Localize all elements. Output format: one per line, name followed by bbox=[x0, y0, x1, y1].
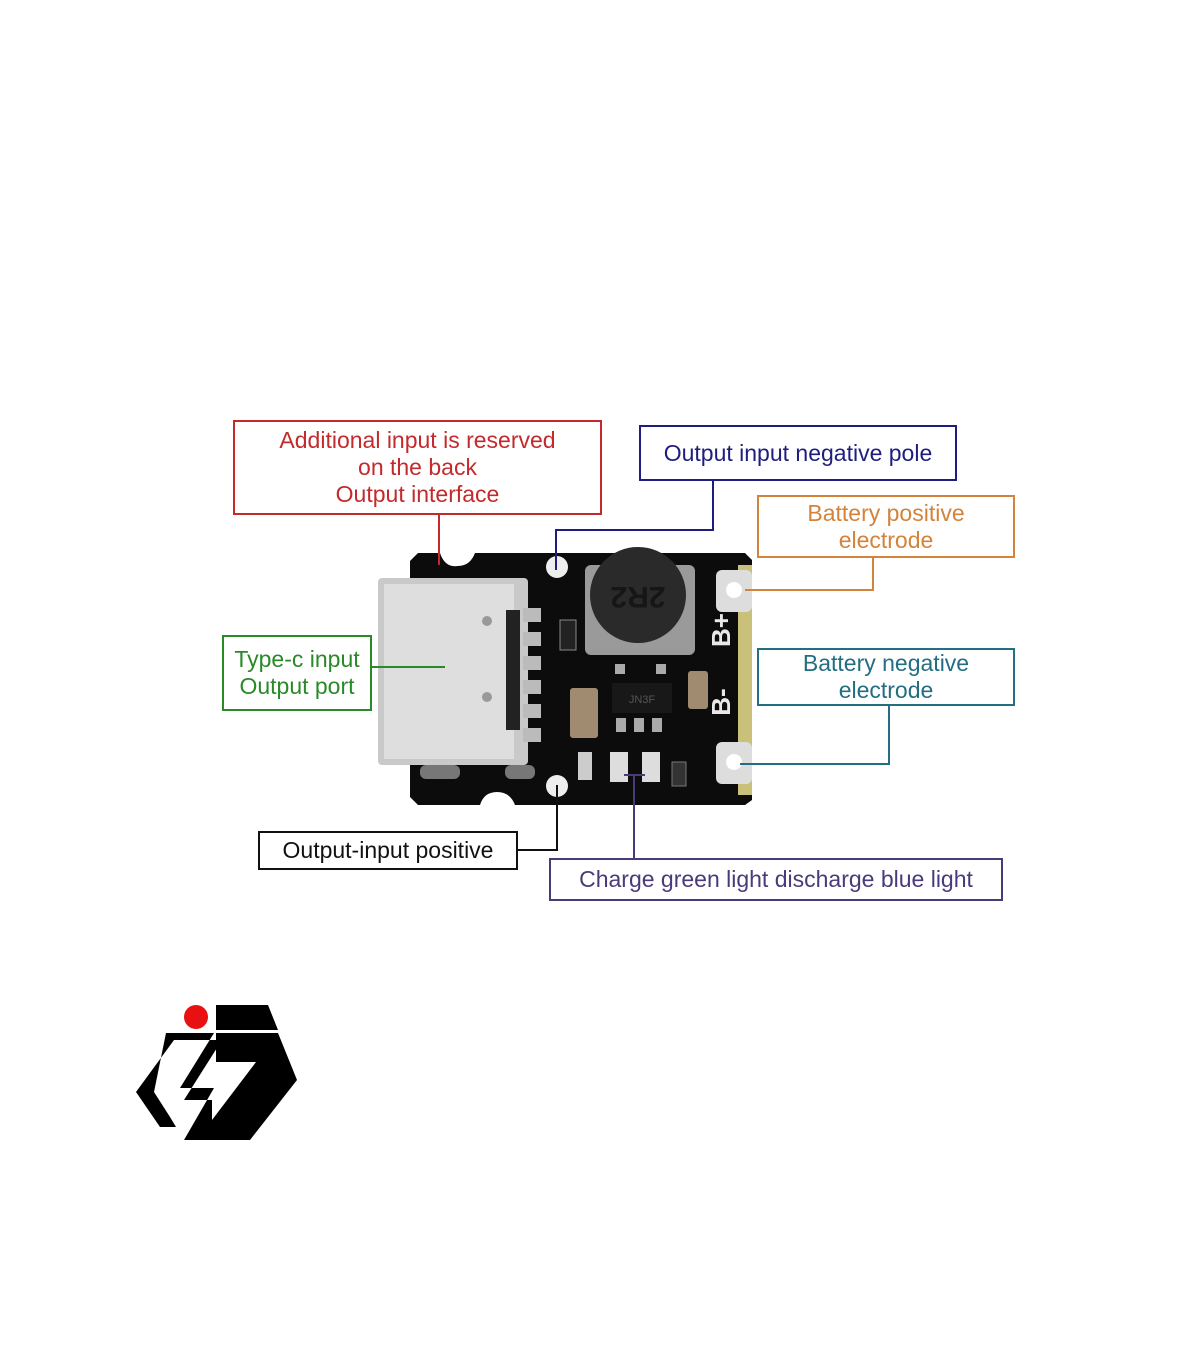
label-line: Output interface bbox=[335, 481, 500, 507]
inductor-marking: 2R2 bbox=[610, 580, 665, 613]
label-leds: Charge green light discharge blue light bbox=[549, 858, 1003, 901]
chip-marking: JN3F bbox=[629, 694, 656, 706]
label-line: electrode bbox=[838, 677, 934, 703]
label-negative-pole: Output input negative pole bbox=[639, 425, 957, 481]
usb-c-port bbox=[378, 578, 535, 779]
label-line: Charge green light discharge blue light bbox=[579, 866, 973, 892]
inductor: 2R2 bbox=[585, 547, 695, 655]
label-line: Output port bbox=[239, 673, 355, 699]
blue-led bbox=[642, 752, 660, 782]
bplus-silkscreen: B+ bbox=[706, 613, 736, 647]
label-battery-positive: Battery positive electrode bbox=[757, 495, 1015, 558]
label-line: electrode bbox=[838, 526, 934, 553]
label-back-output: Additional input is reserved on the back… bbox=[233, 420, 602, 515]
label-positive: Output-input positive bbox=[258, 831, 518, 870]
label-line: Additional input is reserved bbox=[279, 427, 556, 453]
label-line: Output-input positive bbox=[282, 837, 494, 863]
label-typec: Type-c input Output port bbox=[222, 635, 372, 711]
label-line: Type-c input bbox=[234, 646, 360, 672]
label-line: Battery positive bbox=[807, 499, 965, 526]
chip: JN3F bbox=[612, 683, 672, 713]
pcb-board: 2R2 JN3F B+ B- bbox=[378, 547, 752, 805]
label-battery-negative: Battery negative electrode bbox=[757, 648, 1015, 706]
bminus-silkscreen: B- bbox=[706, 688, 736, 715]
label-line: Output input negative pole bbox=[663, 439, 933, 466]
brand-logo bbox=[136, 1005, 297, 1140]
label-line: on the back bbox=[358, 454, 477, 480]
label-line: Battery negative bbox=[802, 650, 970, 676]
leader-lines bbox=[371, 480, 890, 858]
green-led bbox=[610, 752, 628, 782]
usb-pads bbox=[523, 608, 541, 742]
